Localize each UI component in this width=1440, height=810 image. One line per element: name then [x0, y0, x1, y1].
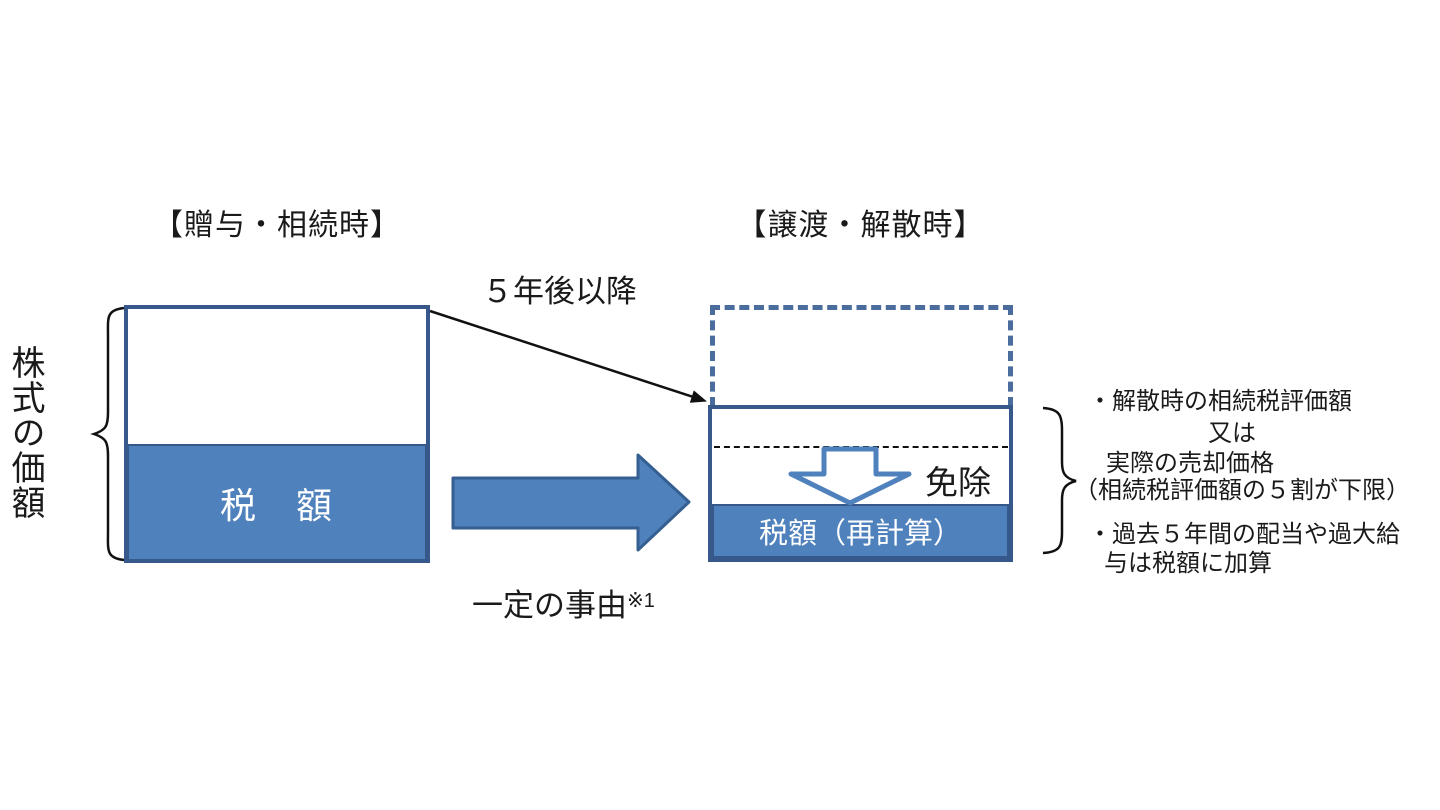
left-curly-brace: [90, 306, 125, 562]
note-line-2: 又は: [1208, 420, 1256, 447]
exemption-label: 免除: [925, 464, 991, 501]
left-tax-amount-label: 税 額: [219, 484, 334, 526]
right-panel-title: 【譲渡・解散時】: [736, 209, 985, 242]
note-line-6: 与は税額に加算: [1104, 550, 1272, 577]
note-line-3: 実際の売却価格: [1106, 450, 1274, 477]
right-former-value-dashed-box: [710, 305, 1013, 407]
right-tax-recalc-bar: 税額（再計算）: [712, 504, 1009, 558]
footnote-ref: ※1: [627, 590, 655, 612]
right-tax-recalc-label: 税額（再計算）: [758, 518, 962, 550]
certain-events-text: 一定の事由: [472, 588, 627, 623]
certain-events-label: 一定の事由※1: [472, 580, 655, 625]
five-years-later-label: ５年後以降: [482, 274, 637, 309]
right-curly-bracket: [1042, 406, 1077, 555]
right-box-dashed-divider: [714, 446, 1008, 448]
five-years-arrow-line: [429, 309, 693, 398]
five-years-arrowhead: [689, 390, 707, 403]
note-line-5: ・過去５年間の配当や過大給: [1088, 521, 1400, 548]
note-line-1: ・解散時の相続税評価額: [1088, 388, 1352, 415]
left-panel-title: 【贈与・相続時】: [153, 209, 401, 242]
note-line-4: （相続税評価額の５割が下限）: [1074, 477, 1410, 504]
certain-events-block-arrow: [451, 453, 691, 552]
left-tax-amount-bar: 税 額: [127, 444, 427, 561]
stock-value-axis-label: 株式の価額: [6, 345, 44, 520]
